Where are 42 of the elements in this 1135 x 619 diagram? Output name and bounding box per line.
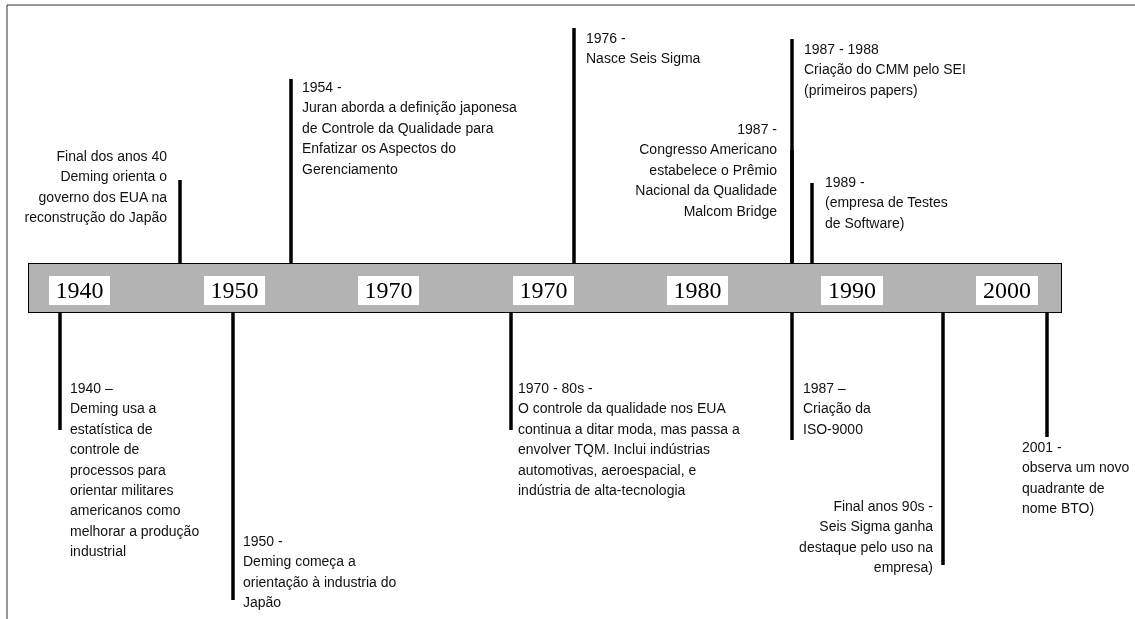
event-description: Deming usa a estatística de controle de processos para orientar militares americanos como melhorar a produção industrial xyxy=(70,399,200,562)
leader-line xyxy=(509,313,513,430)
leader-line xyxy=(58,313,62,430)
timeline-bar xyxy=(28,263,1062,313)
event-date: 1987 - 1988 xyxy=(804,40,880,59)
event-date: 1987 - xyxy=(736,120,777,139)
event-description: Final dos anos 40 Deming orienta o governo dos EUA na reconstrução do Japão xyxy=(23,147,167,228)
event-date: 2001 - xyxy=(1022,438,1063,457)
year-label: 2000 xyxy=(976,276,1038,305)
leader-line xyxy=(231,313,235,600)
event-description: Nasce Seis Sigma xyxy=(586,49,702,69)
leader-line xyxy=(1045,313,1049,437)
year-label: 1980 xyxy=(667,276,728,305)
year-label: 1970 xyxy=(358,276,419,305)
leader-line xyxy=(572,28,576,263)
leader-line xyxy=(790,313,794,440)
event-date: 1940 – xyxy=(70,379,114,398)
event-description: Juran aborda a definição japonesa de Controle da Qualidade para Enfatizar os Aspectos do Gerenciamento xyxy=(302,98,518,179)
event-description: Criação da ISO-9000 xyxy=(803,399,872,439)
event-date: 1950 - xyxy=(243,532,284,551)
event-description: Congresso Americano estabelece o Prêmio Nacional da Qualidade Malcom Bridge xyxy=(634,140,777,221)
event-date: 1987 – xyxy=(803,379,847,398)
event-description: Criação do CMM pelo SEI (primeiros papers) xyxy=(804,60,967,100)
event-description: observa um novo quadrante de nome BTO) xyxy=(1022,458,1131,519)
year-label: 1990 xyxy=(821,276,883,305)
leader-line xyxy=(790,39,794,263)
event-description: (empresa de Testes de Software) xyxy=(825,193,949,233)
leader-line xyxy=(178,180,182,263)
year-label: 1950 xyxy=(204,276,265,305)
year-label: 1940 xyxy=(49,276,110,305)
event-description: O controle da qualidade nos EUA continua a ditar moda, mas passa a envolver TQM. Inclui indústrias automotivas, aeroespacial, e indústria de alta-tecnologia xyxy=(518,399,740,501)
event-description: Deming começa a orientação à industria do Japão xyxy=(243,552,398,613)
event-date: Final anos 90s - xyxy=(832,497,933,516)
event-date: 1976 - xyxy=(586,29,627,48)
event-date: 1989 - xyxy=(825,173,866,192)
leader-line xyxy=(810,183,814,263)
event-date: 1954 - xyxy=(302,78,343,97)
leader-line xyxy=(289,79,293,263)
year-label: 1970 xyxy=(513,276,574,305)
leader-line xyxy=(941,313,945,565)
event-description: Seis Sigma ganha destaque pelo uso na empresa) xyxy=(798,517,933,578)
event-date: 1970 - 80s - xyxy=(518,379,594,398)
